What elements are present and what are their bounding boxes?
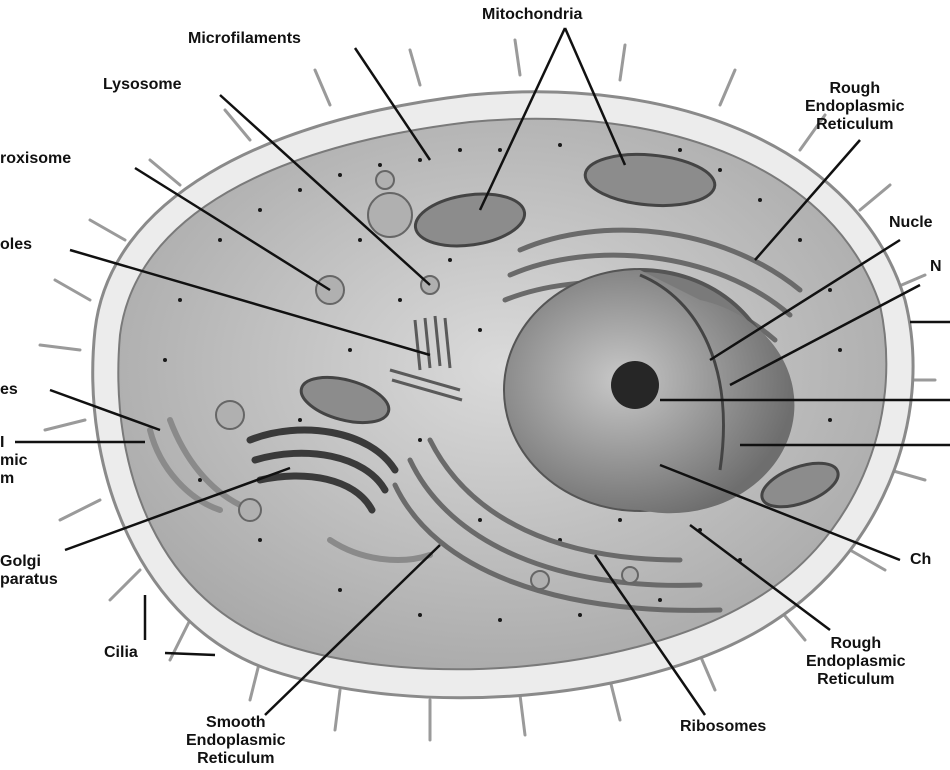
label-vacuoles: oles	[0, 236, 32, 254]
label-rough-er-bottom: Rough Endoplasmic Reticulum	[806, 635, 906, 689]
label-ribosomes: Ribosomes	[680, 718, 766, 736]
label-peroxisome: roxisome	[0, 150, 71, 168]
label-cilia: Cilia	[104, 644, 138, 662]
label-chromatin: Ch	[910, 551, 931, 569]
label-rough-er-top: Rough Endoplasmic Reticulum	[805, 80, 905, 134]
label-microfilaments: Microfilaments	[188, 30, 301, 48]
label-smooth-er: Smooth Endoplasmic Reticulum	[186, 714, 286, 768]
label-nucleus: Nucle	[889, 214, 933, 232]
label-left-partial-a: es	[0, 381, 18, 399]
label-left-partial-b: I mic m	[0, 434, 28, 488]
label-mitochondria: Mitochondria	[482, 6, 582, 24]
label-lysosome: Lysosome	[103, 76, 182, 94]
label-nuclear-membrane: N	[930, 258, 942, 276]
label-golgi-apparatus: Golgi paratus	[0, 553, 58, 589]
